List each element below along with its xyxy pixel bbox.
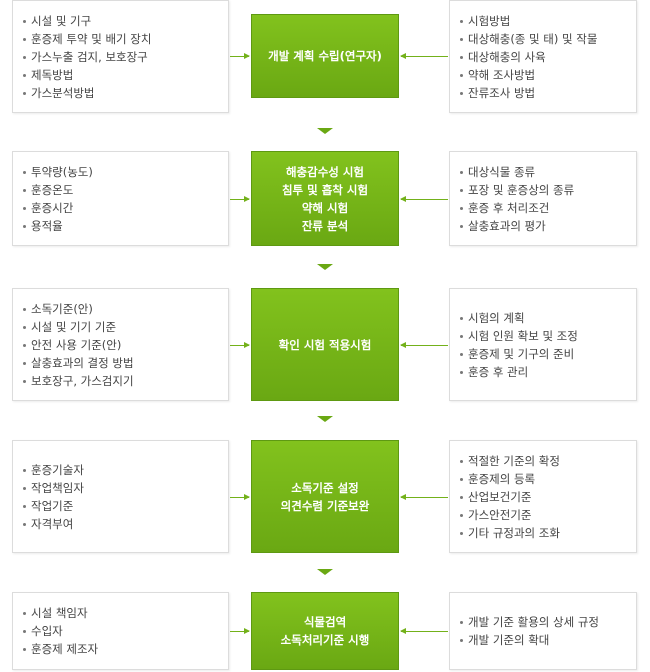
- step-label: 의견수렴 기준보완: [280, 498, 370, 513]
- list-item: 시설 및 기구: [22, 12, 151, 30]
- list-item: 시설 책임자: [22, 604, 98, 622]
- list-item: 자격부여: [23, 515, 84, 533]
- arrow-right: [230, 493, 250, 500]
- step-label: 개발 계획 수립(연구자): [268, 49, 382, 63]
- step-label: 침투 및 흡착 시험: [281, 182, 369, 197]
- arrow-left: [400, 493, 448, 500]
- list-item: 기타 규정과의 조화: [460, 525, 560, 540]
- arrow-left: [400, 53, 448, 59]
- list-item: 시험 인원 확보 및 조정: [460, 328, 578, 343]
- list-item: 대상해충의 사육: [459, 48, 597, 66]
- list-item: 가스분석방법: [22, 84, 151, 102]
- list-item: 시험방법: [459, 12, 597, 30]
- list-item: 보호장구, 가스검지기: [23, 373, 134, 388]
- list-item: 훈증 후 처리조건: [459, 199, 574, 217]
- down-arrow: [317, 416, 333, 422]
- list-item: 시험의 계획: [460, 309, 578, 327]
- list-item: 안전 사용 기준(안): [23, 336, 134, 354]
- list-item: 훈증제 투약 및 배기 장치: [22, 31, 152, 46]
- list-item: 수입자: [22, 622, 98, 640]
- list-item: 제독방법: [22, 66, 151, 84]
- list-item: 투약량(농도): [23, 164, 93, 179]
- step-label: 식물검역: [303, 615, 347, 629]
- list-item: 작업책임자: [23, 480, 84, 495]
- step-label: 잔류 분석: [301, 218, 349, 233]
- arrow-left: [400, 341, 448, 348]
- list-item: 잔류조사 방법: [459, 84, 597, 102]
- list-item: 작업기준: [23, 497, 84, 515]
- list-item: 훈증제 및 기구의 준비: [460, 345, 578, 363]
- arrow-left: [400, 195, 448, 202]
- list-item: 훈증제의 등록: [460, 470, 560, 488]
- step-label: 소독기준 설정: [291, 480, 359, 495]
- arrow-right: [230, 195, 250, 202]
- down-arrow: [317, 569, 333, 575]
- list-item: 가스안전기준: [460, 506, 560, 524]
- down-arrow: [317, 264, 333, 270]
- list-item: 용적율: [23, 217, 93, 235]
- list-item: 산업보건기준: [460, 488, 560, 506]
- down-arrow: [317, 128, 333, 134]
- list-item: 약해 조사방법: [459, 66, 597, 84]
- list-item: 대상식물 종류: [459, 163, 574, 181]
- arrow-right: [230, 53, 250, 59]
- list-item: 살충효과의 결정 방법: [23, 355, 134, 370]
- step-label: 확인 시험 적용시험: [278, 337, 372, 352]
- list-item: 대상해충(종 및 태) 및 작물: [459, 31, 598, 46]
- step-label: 해충감수성 시험: [285, 164, 365, 179]
- list-item: 개발 기준 활용의 상세 규정: [459, 615, 600, 629]
- step-box: 개발 계획 수립(연구자): [251, 14, 399, 98]
- list-item: 적절한 기준의 확정: [460, 453, 560, 468]
- list-item: 개발 기준의 확대: [459, 631, 599, 649]
- list-item: 소독기준(안): [23, 300, 134, 318]
- list-item: 살충효과의 평가: [459, 217, 574, 235]
- list-item: 훈증제 제조자: [22, 642, 99, 656]
- list-item: 훈증온도: [23, 181, 93, 199]
- step-label: 약해 시험: [301, 200, 349, 215]
- arrow-right: [230, 628, 250, 634]
- arrow-right: [230, 341, 250, 348]
- list-item: 훈증 후 관리: [460, 363, 578, 381]
- list-item: 훈증시간: [23, 199, 93, 217]
- step-label: 소독처리기준 시행: [280, 633, 370, 647]
- arrow-left: [400, 628, 448, 634]
- step-box: 확인 시험 적용시험: [251, 288, 399, 401]
- list-item: 가스누출 검지, 보호장구: [22, 48, 151, 66]
- list-item: 포장 및 훈증상의 종류: [459, 182, 575, 197]
- list-item: 시설 및 기기 기준: [23, 318, 134, 336]
- list-item: 훈증기술자: [23, 462, 84, 477]
